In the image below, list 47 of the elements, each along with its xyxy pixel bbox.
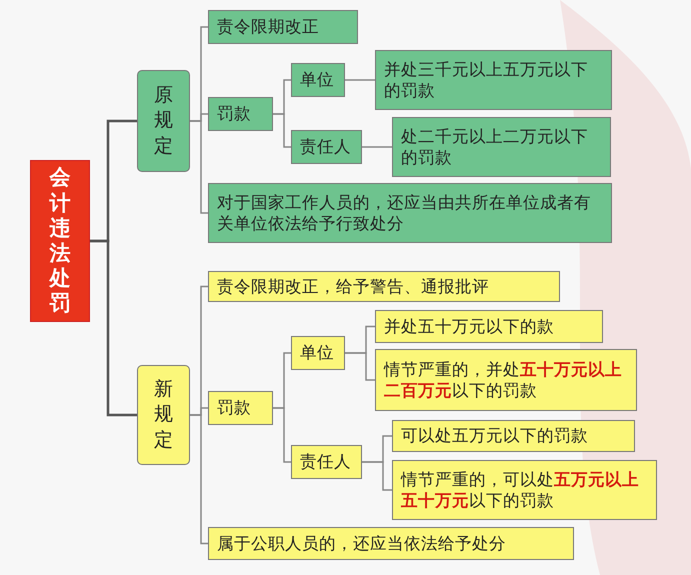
connector-line [345,352,375,381]
connector-line [190,120,208,214]
connector-line [345,79,375,81]
topic-text: 单位 [300,69,334,91]
connector-line [362,146,392,148]
topic-text: 责令限期改正 [217,16,319,38]
topic-box [375,310,603,343]
topic-box [392,460,657,520]
topic-box [208,271,560,302]
topic-box [208,391,273,425]
topic-box [291,63,345,97]
topic-text: 处二千元以上二万元以下的罚款 [401,126,589,168]
topic-text: 责任人 [300,451,351,473]
topic-box [291,130,362,164]
topic-text: 并处三千元以上五万元以下的罚款 [384,58,589,102]
topic-box [375,50,612,110]
topic-text: 可以处五万元以下的罚款 [401,425,588,447]
connector-line [90,240,137,416]
connector-line [273,407,291,463]
topic-text: 单位 [300,342,334,364]
topic-text: 并处五十万元以下的款 [384,316,554,338]
topic-box [208,527,574,560]
topic-text: 属于公职人员的，还应当依法给予处分 [217,532,506,554]
topic-box [392,117,611,177]
topic-text: 责任人 [300,136,351,158]
topic-box [392,420,635,452]
topic-text: 会计违法处罚 [50,165,70,317]
connector-line [190,414,208,544]
topic-text: 罚款 [217,397,251,419]
topic-text: 新规定 [154,376,173,453]
topic-text: 责令限期改正，给予警告、通报批评 [217,276,489,298]
topic-text: 原规定 [154,82,173,159]
topic-box [208,10,358,44]
root-topic-box [30,160,90,322]
topic-text: 罚款 [217,103,251,125]
topic-text: 对于国家工作人员的，还应当由共所在单位成者有关单位依法给予行致处分 [217,192,592,234]
topic-box [291,336,345,370]
topic-box [375,349,637,411]
topic-box [291,445,362,479]
topic-box [208,97,273,131]
topic-box [137,70,190,172]
topic-text: 情节严重的，并处五十万元以上二百万元以下的罚款 [384,358,623,402]
connector-line [273,113,291,148]
topic-text: 情节严重的，可以处五万元以上五十万元以下的罚款 [401,468,640,512]
topic-box [137,365,190,465]
connector-line [362,461,392,491]
topic-box [208,183,612,243]
